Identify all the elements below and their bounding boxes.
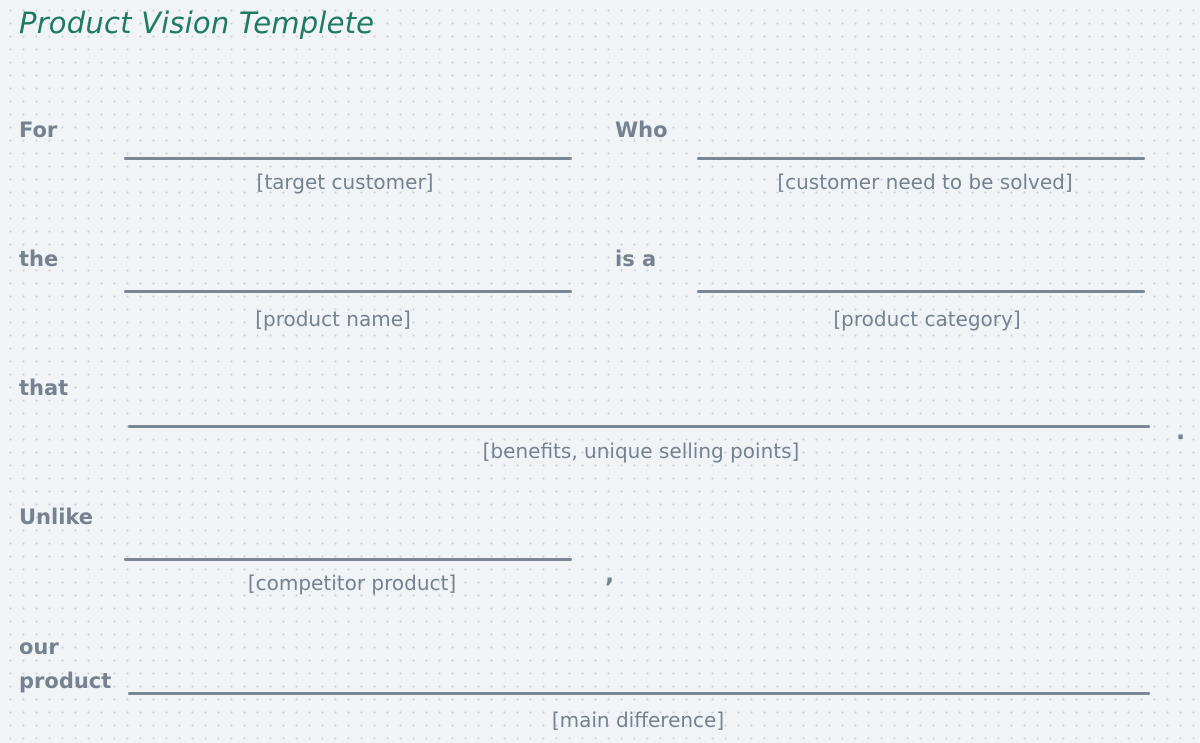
page-title: Product Vision Templete — [19, 6, 375, 40]
field-product-name[interactable] — [124, 290, 572, 293]
label-is-a: is a — [615, 247, 657, 271]
label-the: the — [19, 247, 59, 271]
hint-product-name: [product name] — [255, 307, 411, 331]
hint-target-customer: [target customer] — [256, 170, 434, 194]
field-benefits[interactable] — [128, 425, 1150, 428]
comma-mark: , — [605, 560, 615, 588]
label-for: For — [19, 118, 58, 142]
field-product-category[interactable] — [697, 290, 1145, 293]
label-who: Who — [615, 118, 668, 142]
period-mark: . — [1176, 417, 1186, 445]
hint-product-category: [product category] — [833, 307, 1021, 331]
hint-benefits: [benefits, unique selling points] — [482, 439, 800, 463]
hint-main-difference: [main difference] — [551, 708, 725, 732]
label-our: our — [19, 635, 59, 659]
hint-customer-need: [customer need to be solved] — [777, 170, 1073, 194]
field-target-customer[interactable] — [124, 157, 572, 160]
label-product: product — [19, 669, 112, 693]
field-main-difference[interactable] — [128, 692, 1150, 695]
hint-competitor-product: [competitor product] — [247, 571, 457, 595]
field-customer-need[interactable] — [697, 157, 1145, 160]
field-competitor-product[interactable] — [124, 558, 572, 561]
label-that: that — [19, 376, 69, 400]
label-unlike: Unlike — [19, 505, 94, 529]
